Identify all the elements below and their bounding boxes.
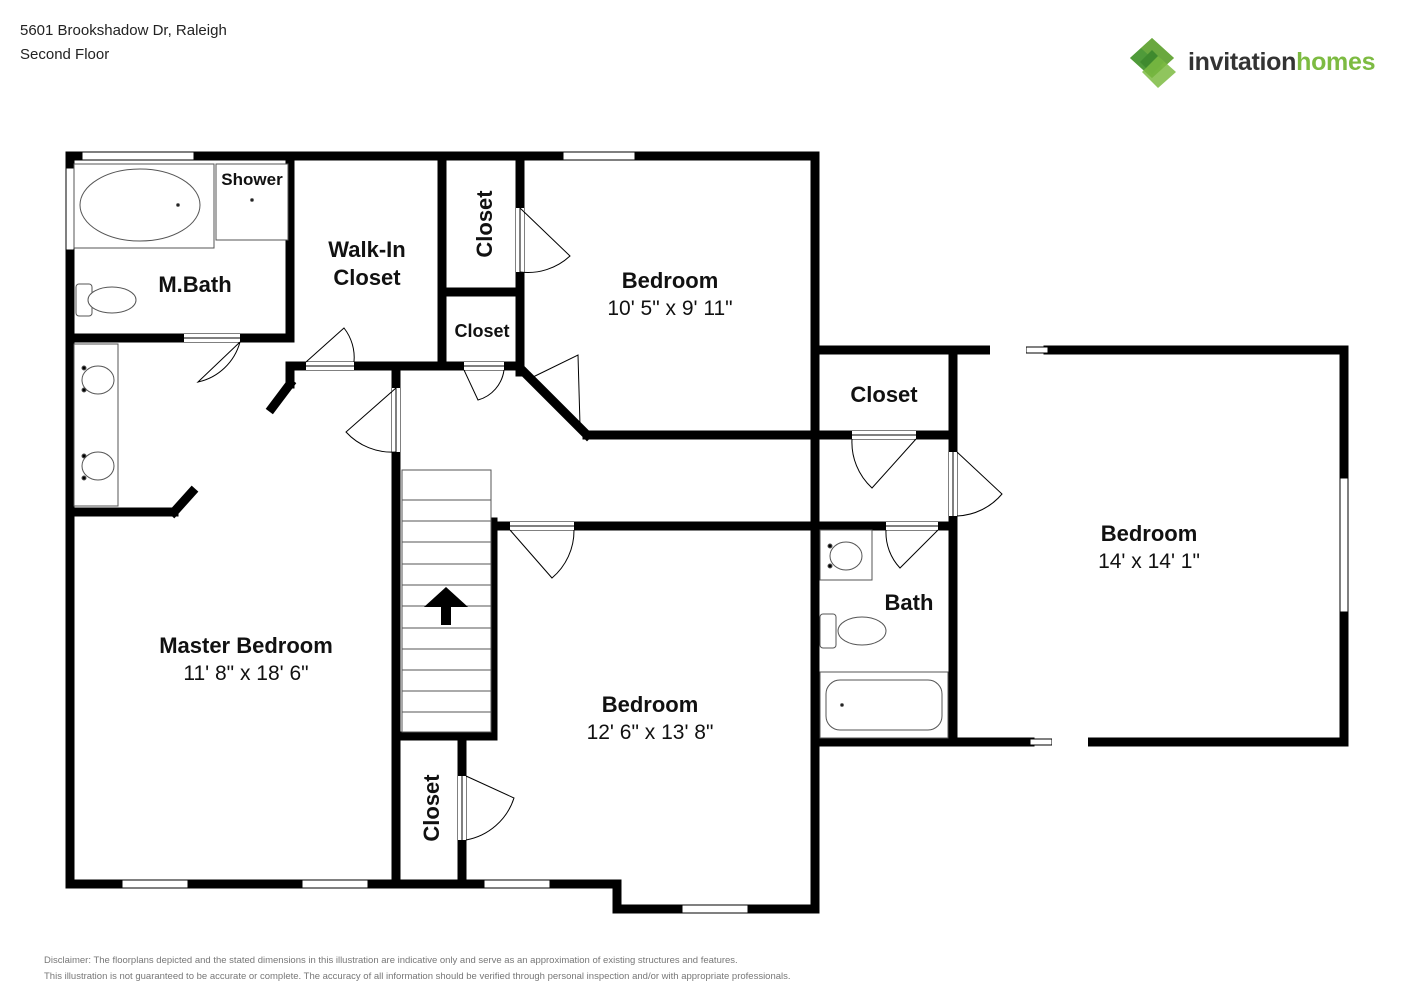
floor-label: Second Floor (20, 46, 110, 63)
vanity-icon (73, 343, 119, 507)
logo-word-invitation: invitation (1188, 48, 1297, 76)
bathtub-icon (819, 671, 949, 739)
bedroom-top-label: Bedroom (622, 268, 719, 293)
master-bedroom-label: Master Bedroom (159, 633, 333, 658)
bedroom-bottom-dims: 12' 6" x 13' 8" (587, 721, 714, 744)
closet-right-label: Closet (850, 382, 918, 407)
bedroom-bottom-label: Bedroom (602, 692, 699, 717)
master-toilet-icon (75, 283, 137, 317)
walk-in-label-1: Walk-In (328, 237, 405, 262)
master-bath-label: M.Bath (158, 272, 231, 297)
master-tub-icon (73, 163, 215, 249)
closet-vertical-top-label: Closet (472, 190, 497, 258)
closet-small-label: Closet (454, 321, 509, 341)
fixtures (73, 163, 949, 739)
closet-vertical-bottom-label: Closet (419, 774, 444, 842)
disclaimer-line-1: Disclaimer: The floorplans depicted and … (44, 955, 738, 966)
staircase (401, 469, 492, 733)
bedroom-top-dims: 10' 5" x 9' 11" (607, 297, 732, 320)
logo-wordmark: invitationhomes (1188, 48, 1376, 77)
room-dimensions: 10' 5" x 9' 11" 14' x 14' 1" 11' 8" x 18… (183, 297, 1200, 744)
stair-arrow-icon (424, 587, 468, 625)
bedroom-right-label: Bedroom (1101, 521, 1198, 546)
windows (65, 151, 1349, 914)
master-bedroom-dims: 11' 8" x 18' 6" (183, 662, 308, 685)
bath-label: Bath (885, 590, 934, 615)
logo-word-homes: homes (1296, 48, 1376, 76)
doors (184, 207, 1088, 841)
bath-sink-icon (819, 529, 873, 581)
address-label: 5601 Brookshadow Dr, Raleigh (20, 22, 227, 39)
room-labels: Shower M.Bath Walk-In Closet Closet Clos… (158, 170, 1197, 842)
shower-label: Shower (221, 170, 283, 189)
logo-mark-icon (1130, 38, 1176, 88)
invitation-homes-logo: invitationhomes (1128, 36, 1388, 90)
disclaimer-line-2: This illustration is not guaranteed to b… (44, 971, 791, 982)
shower-icon (215, 163, 289, 241)
walk-in-label-2: Closet (333, 265, 401, 290)
bedroom-right-dims: 14' x 14' 1" (1098, 550, 1200, 573)
bath-toilet-icon (819, 613, 887, 649)
